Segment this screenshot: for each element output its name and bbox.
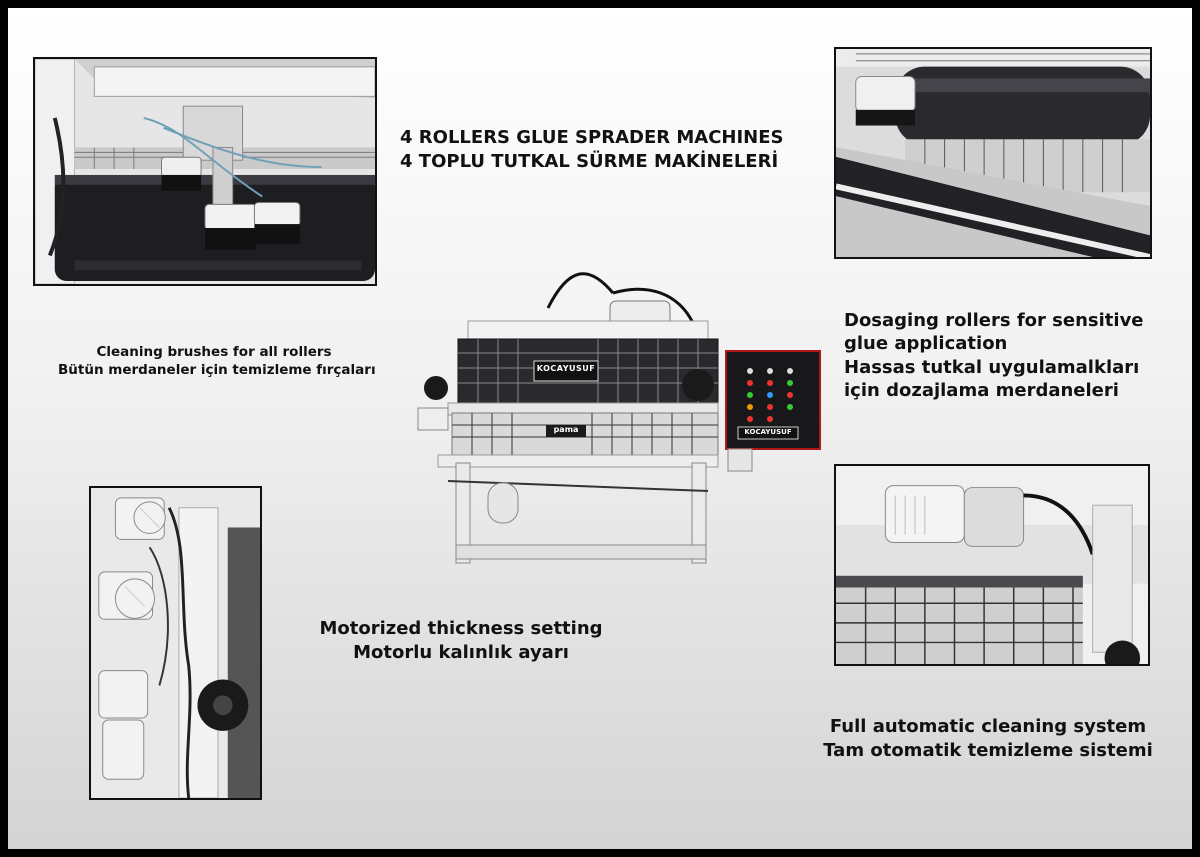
machine-brand-label: KOCAYUSUF <box>536 364 596 373</box>
photo-auto-cleaning <box>834 464 1150 666</box>
caption-thickness-setting: Motorized thickness setting Motorlu kalı… <box>286 617 636 666</box>
caption-dosaging-tr-2: için dozajlama merdaneleri <box>844 380 1119 402</box>
photo-dosaging-rollers <box>834 47 1152 259</box>
caption-dosaging-en-2: glue application <box>844 333 1008 355</box>
caption-cleaning-brushes: Cleaning brushes for all rollers Bütün m… <box>58 344 376 379</box>
caption-auto-cleaning-en: Full automatic cleaning system <box>829 716 1147 737</box>
page-frame: KOCAYUSUF pama KOCAYUSUF 4 ROLLERS GLUE … <box>8 8 1192 849</box>
caption-thickness-en: Motorized thickness setting <box>319 618 603 639</box>
photo-thickness-motors <box>89 486 262 800</box>
caption-dosaging-rollers: Dosaging rollers for sensitive glue appl… <box>844 309 1144 403</box>
caption-auto-cleaning: Full automatic cleaning system Tam otoma… <box>788 715 1188 764</box>
caption-thickness-tr: Motorlu kalınlık ayarı <box>353 642 569 664</box>
caption-auto-cleaning-tr: Tam otomatik temizleme sistemi <box>823 740 1153 762</box>
caption-dosaging-tr-1: Hassas tutkal uygulamalkları <box>844 356 1140 378</box>
caption-cleaning-brushes-en: Cleaning brushes for all rollers <box>96 344 332 360</box>
caption-dosaging-en-1: Dosaging rollers for sensitive <box>844 310 1144 331</box>
control-panel-label: KOCAYUSUF <box>744 428 792 436</box>
caption-cleaning-brushes-tr: Bütün merdaneler için temizleme fırçalar… <box>58 361 376 378</box>
machine-illustration: KOCAYUSUF pama KOCAYUSUF <box>408 263 828 573</box>
photo-cleaning-brushes <box>33 57 377 286</box>
headline-line-1: 4 ROLLERS GLUE SPRADER MACHINES <box>400 127 784 148</box>
headline: 4 ROLLERS GLUE SPRADER MACHINES 4 TOPLU … <box>400 126 784 175</box>
machine-plate-label: pama <box>553 425 579 434</box>
headline-line-2: 4 TOPLU TUTKAL SÜRME MAKİNELERİ <box>400 151 779 173</box>
